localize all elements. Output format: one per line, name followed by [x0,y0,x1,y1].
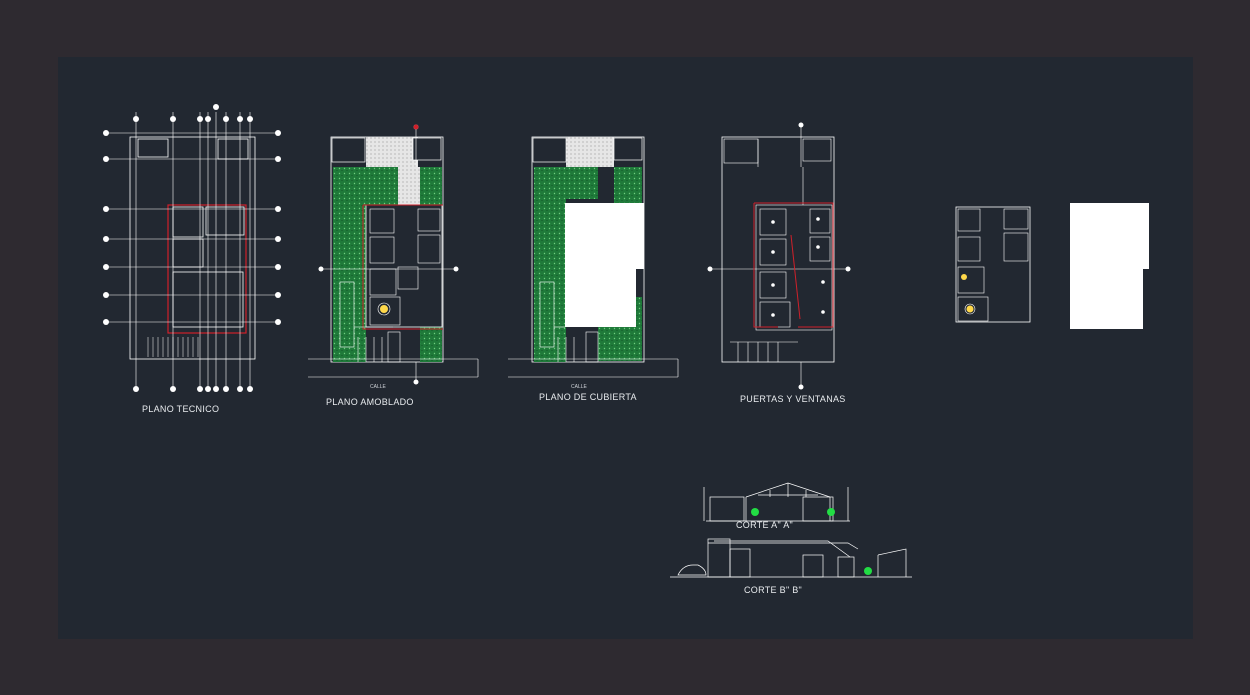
calle-label-amoblado: CALLE [370,384,386,390]
plano-tecnico-label: PLANO TECNICO [142,404,220,414]
calle-label-cubierta: CALLE [571,384,587,390]
plano-tecnico-drawing [106,112,278,392]
plano-amoblado-label: PLANO AMOBLADO [326,397,414,407]
puertas-ventanas-drawing [707,122,851,390]
corte-a-label: CORTE A" A" [736,520,794,530]
corte-b-trees [864,567,872,575]
plano-cubierta-drawing [508,136,679,378]
plano-cubierta-label: PLANO DE CUBIERTA [539,392,637,402]
corte-b-drawing [670,538,912,578]
cad-model-viewport[interactable]: PLANO TECNICO PLANO AMOBLADO PLANO DE CU… [58,57,1193,639]
plano-amoblado-drawing [308,124,479,385]
corte-a-trees [751,508,835,516]
cad-drawing[interactable] [58,57,1193,639]
plano-tecnico-grid-bubbles [103,104,281,392]
corte-a-drawing [703,482,850,522]
corte-b-label: CORTE B" B" [744,585,803,595]
puertas-ventanas-label: PUERTAS Y VENTANAS [740,394,846,404]
small-plan-drawing [955,203,1149,329]
